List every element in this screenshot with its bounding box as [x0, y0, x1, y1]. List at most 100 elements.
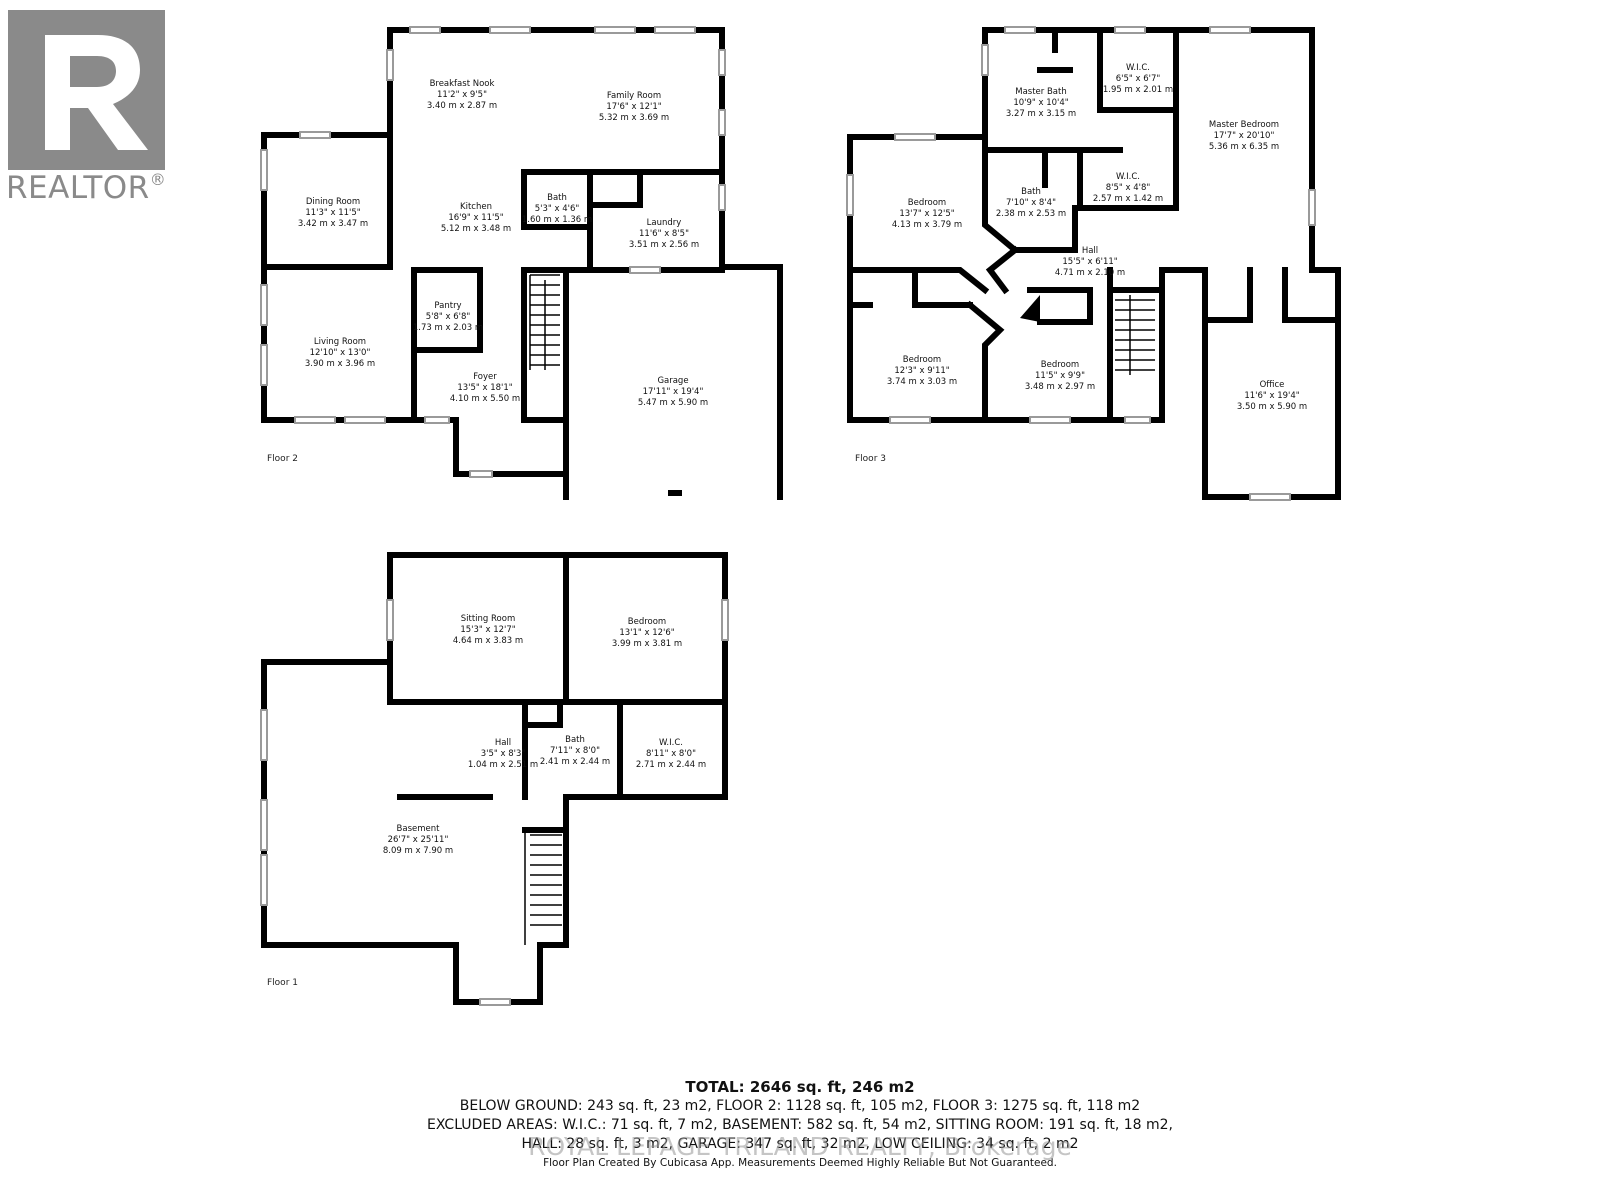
room-dimensions-metric: 2.38 m x 2.53 m [996, 209, 1066, 219]
room-dimensions-metric: 3.90 m x 3.96 m [305, 359, 375, 369]
room-dimensions-imperial: 5'3" x 4'6" [535, 204, 580, 214]
room-dimensions-metric: 1.73 m x 2.03 m [413, 323, 483, 333]
room-walk-in-closet: W.I.C. 6'5" x 6'7" 1.95 m x 2.01 m [1103, 63, 1173, 95]
room-dimensions-imperial: 12'3" x 9'11" [894, 366, 949, 376]
floor-3-label: Floor 3 [855, 454, 886, 464]
room-living-room: Living Room 12'10" x 13'0" 3.90 m x 3.96… [305, 337, 375, 369]
room-dimensions-metric: 1.60 m x 1.36 m [522, 215, 592, 225]
room-name: Hall [495, 738, 511, 748]
area-breakdown-line: BELOW GROUND: 243 sq. ft, 23 m2, FLOOR 2… [459, 1098, 1141, 1114]
room-bedroom: Bedroom 11'5" x 9'9" 3.48 m x 2.97 m [1025, 360, 1095, 392]
room-dimensions-imperial: 17'7" x 20'10" [1214, 131, 1275, 141]
room-garage: Garage 17'11" x 19'4" 5.47 m x 5.90 m [638, 376, 708, 408]
room-name: Master Bath [1015, 87, 1067, 97]
room-dimensions-imperial: 17'11" x 19'4" [643, 387, 704, 397]
room-name: Bath [565, 735, 585, 745]
brokerage-watermark: ROYAL LEPAGE TRILAND REALTY, Brokerage [528, 1132, 1072, 1161]
room-master-bedroom: Master Bedroom 17'7" x 20'10" 5.36 m x 6… [1209, 120, 1279, 152]
room-hall: Hall 15'5" x 6'11" 4.71 m x 2.10 m [1055, 246, 1125, 278]
room-walk-in-closet: W.I.C. 8'5" x 4'8" 2.57 m x 1.42 m [1093, 172, 1163, 204]
room-dimensions-metric: 4.13 m x 3.79 m [892, 220, 962, 230]
room-dimensions-imperial: 11'6" x 19'4" [1244, 391, 1299, 401]
room-bath: Bath 5'3" x 4'6" 1.60 m x 1.36 m [522, 193, 592, 225]
room-dimensions-metric: 4.71 m x 2.10 m [1055, 268, 1125, 278]
room-dimensions-imperial: 11'3" x 11'5" [305, 208, 360, 218]
room-dimensions-imperial: 15'3" x 12'7" [460, 625, 515, 635]
room-name: Bedroom [908, 198, 946, 208]
room-office: Office 11'6" x 19'4" 3.50 m x 5.90 m [1237, 380, 1307, 412]
room-name: Pantry [434, 301, 461, 311]
realtor-logo-text: REALTOR® [6, 170, 167, 206]
room-name: Family Room [607, 91, 661, 101]
room-dimensions-imperial: 17'6" x 12'1" [606, 102, 661, 112]
floor-3-plan: Floor 3 Master Bath 10'9" x 10'4" 3.27 m… [846, 26, 1341, 501]
area-summary: TOTAL: 2646 sq. ft, 246 m2 BELOW GROUND:… [0, 1078, 1600, 1172]
room-laundry: Laundry 11'6" x 8'5" 3.51 m x 2.56 m [629, 218, 699, 250]
room-dimensions-metric: 3.27 m x 3.15 m [1006, 109, 1076, 119]
realtor-logo-mark-icon [8, 10, 165, 170]
room-name: Living Room [314, 337, 366, 347]
room-name: Sitting Room [461, 614, 515, 624]
room-name: Bath [1021, 187, 1041, 197]
room-name: Bedroom [628, 617, 666, 627]
room-name: Breakfast Nook [430, 79, 495, 89]
room-dimensions-imperial: 10'9" x 10'4" [1013, 98, 1068, 108]
room-pantry: Pantry 5'8" x 6'8" 1.73 m x 2.03 m [413, 301, 483, 333]
room-name: Office [1260, 380, 1285, 390]
room-dimensions-metric: 2.71 m x 2.44 m [636, 760, 706, 770]
room-dining-room: Dining Room 11'3" x 11'5" 3.42 m x 3.47 … [298, 197, 368, 229]
room-bath: Bath 7'10" x 8'4" 2.38 m x 2.53 m [996, 187, 1066, 219]
room-name: Dining Room [306, 197, 360, 207]
room-dimensions-imperial: 6'5" x 6'7" [1116, 74, 1161, 84]
room-dimensions-imperial: 12'10" x 13'0" [310, 348, 371, 358]
room-hall: Hall 3'5" x 8'3" 1.04 m x 2.51 m [468, 738, 538, 770]
room-dimensions-imperial: 26'7" x 25'11" [388, 835, 449, 845]
total-area: TOTAL: 2646 sq. ft, 246 m2 [685, 1078, 915, 1096]
room-bedroom: Bedroom 13'7" x 12'5" 4.13 m x 3.79 m [892, 198, 962, 230]
room-name: Kitchen [460, 202, 492, 212]
room-name: W.I.C. [1126, 63, 1150, 73]
room-dimensions-metric: 3.42 m x 3.47 m [298, 219, 368, 229]
floor-2-label: Floor 2 [267, 454, 298, 464]
room-dimensions-imperial: 13'5" x 18'1" [457, 383, 512, 393]
room-dimensions-metric: 5.32 m x 3.69 m [599, 113, 669, 123]
floor-plan-credit: Floor Plan Created By Cubicasa App. Meas… [543, 1157, 1057, 1169]
room-basement: Basement 26'7" x 25'11" 8.09 m x 7.90 m [383, 824, 453, 856]
room-dimensions-metric: 4.10 m x 5.50 m [450, 394, 520, 404]
room-dimensions-metric: 5.36 m x 6.35 m [1209, 142, 1279, 152]
registered-mark: ® [149, 170, 167, 189]
room-dimensions-metric: 1.04 m x 2.51 m [468, 760, 538, 770]
room-name: Foyer [473, 372, 497, 382]
room-dimensions-metric: 3.48 m x 2.97 m [1025, 382, 1095, 392]
room-dimensions-imperial: 8'5" x 4'8" [1106, 183, 1151, 193]
room-dimensions-imperial: 5'8" x 6'8" [426, 312, 471, 322]
room-dimensions-metric: 3.40 m x 2.87 m [427, 101, 497, 111]
room-dimensions-metric: 3.51 m x 2.56 m [629, 240, 699, 250]
room-name: Laundry [647, 218, 682, 228]
room-dimensions-metric: 1.95 m x 2.01 m [1103, 85, 1173, 95]
room-dimensions-imperial: 13'7" x 12'5" [899, 209, 954, 219]
floor-1-label: Floor 1 [267, 978, 298, 988]
room-breakfast-nook: Breakfast Nook 11'2" x 9'5" 3.40 m x 2.8… [427, 79, 497, 111]
room-foyer: Foyer 13'5" x 18'1" 4.10 m x 5.50 m [450, 372, 520, 404]
room-bath: Bath 7'11" x 8'0" 2.41 m x 2.44 m [540, 735, 610, 767]
room-master-bath: Master Bath 10'9" x 10'4" 3.27 m x 3.15 … [1006, 87, 1076, 119]
area-breakdown-line: EXCLUDED AREAS: W.I.C.: 71 sq. ft, 7 m2,… [427, 1117, 1173, 1133]
room-dimensions-imperial: 11'6" x 8'5" [639, 229, 689, 239]
room-dimensions-metric: 3.99 m x 3.81 m [612, 639, 682, 649]
room-dimensions-imperial: 11'2" x 9'5" [437, 90, 487, 100]
room-dimensions-imperial: 3'5" x 8'3" [481, 749, 526, 759]
room-dimensions-metric: 8.09 m x 7.90 m [383, 846, 453, 856]
room-dimensions-metric: 4.64 m x 3.83 m [453, 636, 523, 646]
floor-1-plan: Floor 1 Sitting Room 15'3" x 12'7" 4.64 … [260, 552, 729, 1006]
room-dimensions-imperial: 7'10" x 8'4" [1006, 198, 1056, 208]
room-dimensions-imperial: 16'9" x 11'5" [448, 213, 503, 223]
room-dimensions-imperial: 13'1" x 12'6" [619, 628, 674, 638]
room-name: W.I.C. [1116, 172, 1140, 182]
room-dimensions-imperial: 7'11" x 8'0" [550, 746, 600, 756]
room-dimensions-imperial: 15'5" x 6'11" [1062, 257, 1117, 267]
room-family-room: Family Room 17'6" x 12'1" 5.32 m x 3.69 … [599, 91, 669, 123]
room-name: W.I.C. [659, 738, 683, 748]
area-breakdown-line: HALL: 28 sq. ft, 3 m2, GARAGE: 347 sq. f… [521, 1136, 1079, 1152]
